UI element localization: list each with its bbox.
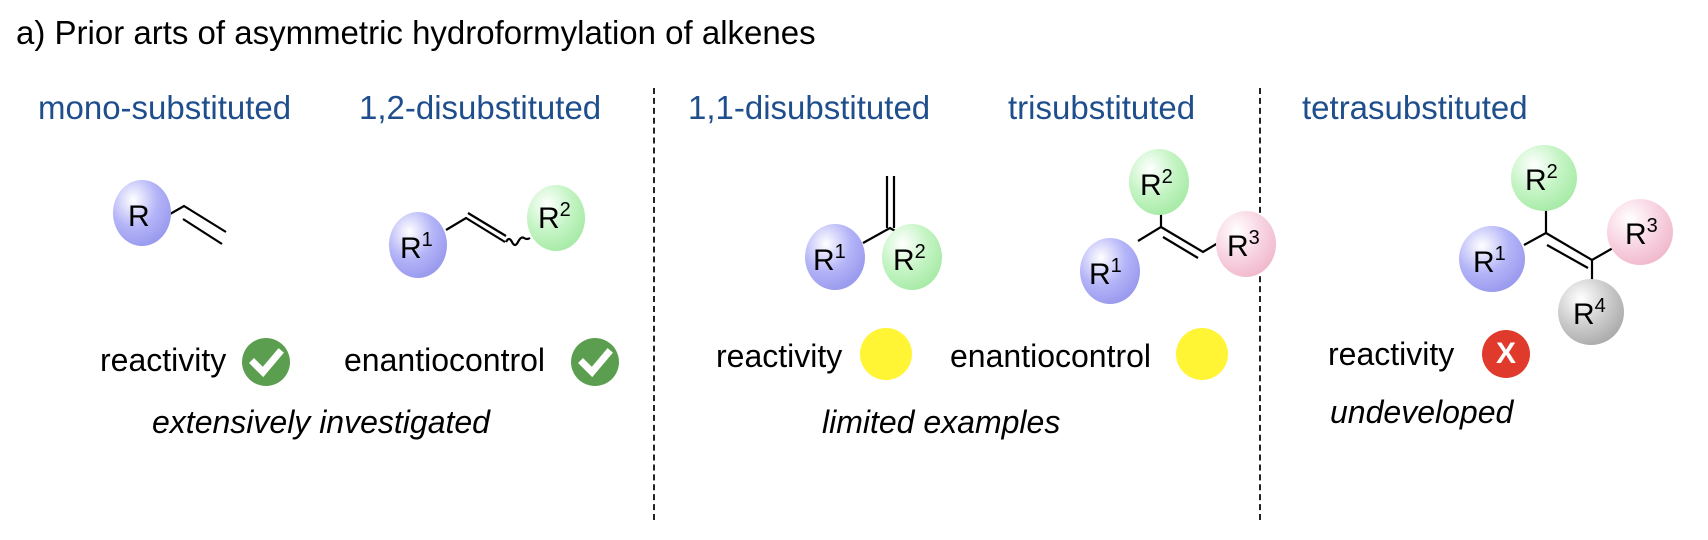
label-r2: R2 [538,199,571,235]
label-r3: R3 [1227,227,1260,263]
label-r: R [128,200,150,233]
substituent-r1-circle [1459,226,1525,292]
criterion-reactivity: reactivity [100,342,227,378]
double-bond-12 [467,212,507,237]
summary-undeveloped: undeveloped [1330,394,1514,430]
substituent-r2-circle [1129,149,1189,215]
category-trisubstituted: trisubstituted [1008,89,1196,126]
label-r1: R1 [400,229,433,265]
summary-extensively-investigated: extensively investigated [152,404,490,440]
substituent-r3-circle [1216,211,1276,277]
double-bond-mono [182,218,223,245]
check-circle-icon [242,338,290,386]
label-r2: R2 [893,241,926,277]
figure-title: a) Prior arts of asymmetric hydroformyla… [16,14,816,51]
bond-tetra-a [1523,210,1548,246]
criterion-enantiocontrol: enantiocontrol [950,338,1152,374]
label-r2: R2 [1140,166,1173,202]
criterion-reactivity: reactivity [716,338,843,374]
category-mono-substituted: mono-substituted [38,89,292,126]
substituent-r1-circle [805,224,865,290]
label-r1: R1 [813,241,846,277]
category-1-2-disubstituted: 1,2-disubstituted [359,89,602,126]
criterion-reactivity: reactivity [1328,336,1455,372]
x-circle-icon: X [1482,330,1530,378]
label-r3: R3 [1625,215,1658,251]
substituent-r1-circle [389,212,447,278]
substituent-r2-circle [1511,145,1577,211]
substituent-r3-circle [1607,199,1673,265]
check-circle-icon [571,338,619,386]
wavy-bond-12 [505,236,531,247]
double-bond-tetra [1546,244,1589,269]
substituent-r-circle [113,180,171,246]
divider-left [653,88,655,520]
criterion-enantiocontrol: enantiocontrol [344,342,546,378]
double-bond-tri [1162,236,1199,259]
label-r1: R1 [1473,243,1506,279]
category-1-1-disubstituted: 1,1-disubstituted [688,89,931,126]
divider-right [1259,88,1261,520]
category-tetrasubstituted: tetrasubstituted [1302,89,1528,126]
label-r2: R2 [1525,161,1558,197]
substituent-r4-circle [1558,279,1624,345]
label-r1: R1 [1089,255,1122,291]
double-bond-11 [885,176,896,228]
substituent-r1-circle [1080,238,1140,304]
substituent-r2-circle [527,185,585,251]
summary-limited-examples: limited examples [822,404,1061,440]
yellow-circle-icon [860,328,912,380]
substituent-r2-circle [882,224,942,290]
label-r4: R4 [1573,295,1606,331]
bond-12 [445,216,506,243]
yellow-circle-icon [1176,328,1228,380]
